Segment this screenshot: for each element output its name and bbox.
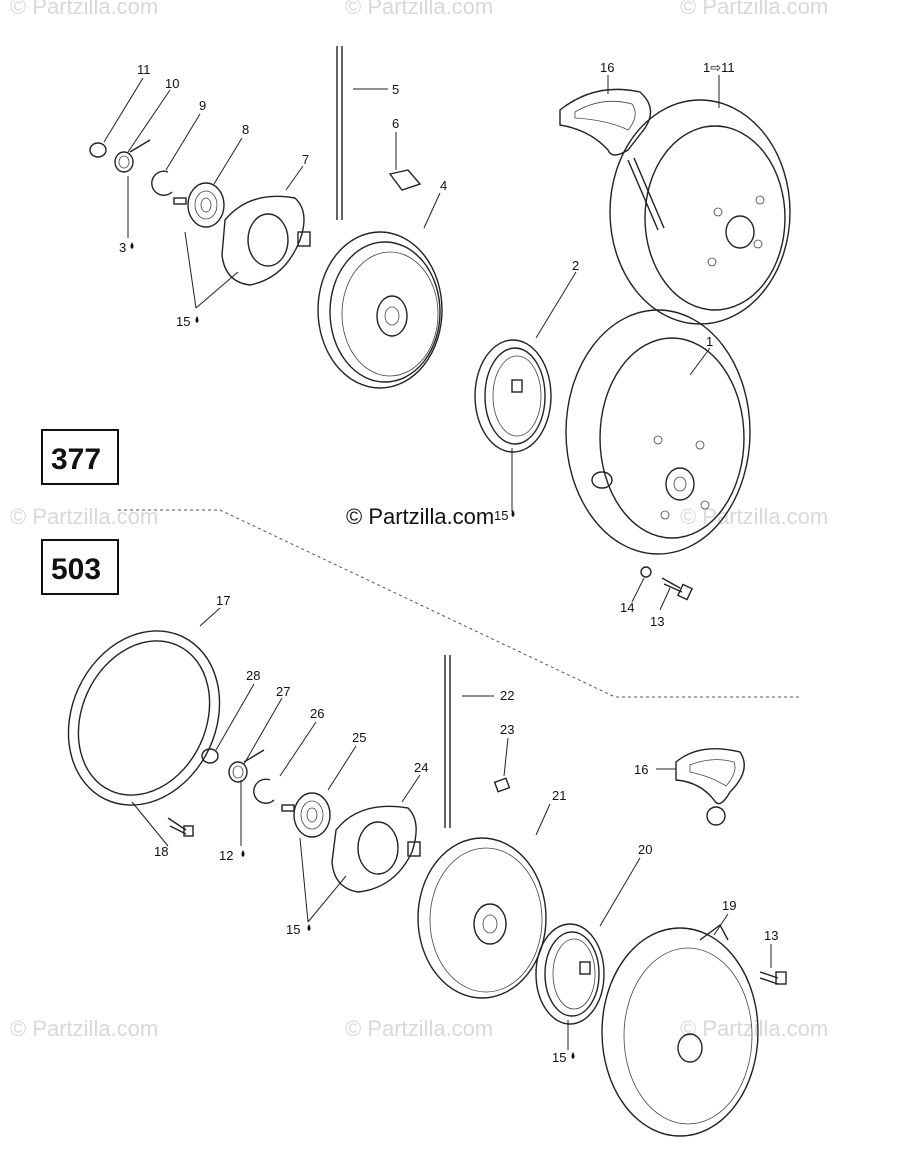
watermark: © Partzilla.com: [680, 0, 828, 19]
callout-19: 19: [722, 898, 736, 913]
part-23-key: [493, 777, 511, 793]
model-box-377: 377: [41, 429, 119, 485]
callout-18: 18: [154, 844, 168, 859]
part-6-key: [388, 169, 422, 191]
callout-15-b: 15: [494, 508, 508, 523]
watermark: © Partzilla.com: [680, 504, 828, 529]
part-1-11-assembly: [609, 99, 791, 325]
part-10-spring: [114, 139, 151, 173]
model-377-label: 377: [51, 443, 101, 476]
callout-15-a: 15: [176, 314, 190, 329]
part-7-cam: [221, 195, 311, 286]
part-16-handle-upper: [559, 88, 665, 231]
leader-lines: [103, 75, 772, 1050]
part-9-clip: [151, 170, 173, 196]
callout-16-lower: 16: [634, 762, 648, 777]
lubricant-drops: [130, 242, 575, 1059]
model-503-label: 503: [51, 553, 101, 586]
part-26-clip: [253, 778, 275, 804]
callout-12: 12: [219, 848, 233, 863]
callout-28: 28: [246, 668, 260, 683]
callout-10: 10: [165, 76, 179, 91]
watermark: © Partzilla.com: [345, 0, 493, 19]
drop-icon: [511, 510, 515, 517]
callout-labels: 11 10 9 8 7 5 6 4 2 1 16 1⇨11 3 15 15 14…: [119, 60, 778, 1065]
part-11-clip: [89, 142, 107, 158]
part-28-clip: [201, 748, 219, 764]
callout-4: 4: [440, 178, 447, 193]
callout-2: 2: [572, 258, 579, 273]
callout-9: 9: [199, 98, 206, 113]
callout-11: 11: [137, 62, 151, 77]
callout-24: 24: [414, 760, 428, 775]
part-16-handle-lower: [675, 747, 745, 826]
callout-8: 8: [242, 122, 249, 137]
part-21-pulley: [417, 837, 547, 999]
callout-17: 17: [216, 593, 230, 608]
watermark: © Partzilla.com: [10, 504, 158, 529]
callout-23: 23: [500, 722, 514, 737]
callout-27: 27: [276, 684, 290, 699]
part-4-pulley: [317, 231, 443, 389]
watermark: © Partzilla.com: [680, 1016, 828, 1041]
callout-14: 14: [620, 600, 634, 615]
callout-13-upper: 13: [650, 614, 664, 629]
part-5-rope: [336, 46, 343, 220]
callout-15-c: 15: [286, 922, 300, 937]
callout-25: 25: [352, 730, 366, 745]
part-27-spring: [228, 749, 265, 783]
watermarks: © Partzilla.com © Partzilla.com © Partzi…: [10, 0, 828, 1041]
drop-icon: [307, 924, 311, 931]
part-2-spring: [474, 339, 552, 453]
part-17-ring: [67, 630, 221, 806]
watermark: © Partzilla.com: [10, 0, 158, 19]
model-box-503: 503: [41, 539, 119, 595]
callout-7: 7: [302, 152, 309, 167]
watermark: © Partzilla.com: [345, 1016, 493, 1041]
callout-3: 3: [119, 240, 126, 255]
part-13-bolt: [661, 577, 693, 601]
drop-icon: [571, 1052, 575, 1059]
part-13-bolt-lower: [759, 971, 787, 985]
callout-26: 26: [310, 706, 324, 721]
part-18-bolt: [167, 817, 194, 837]
drop-icon: [241, 850, 245, 857]
part-24-cam: [331, 805, 421, 893]
callout-20: 20: [638, 842, 652, 857]
callout-22: 22: [500, 688, 514, 703]
callout-1-11: 1⇨11: [703, 60, 735, 75]
part-1-housing: [565, 309, 751, 555]
part-25-spring: [281, 792, 331, 838]
callout-16-upper: 16: [600, 60, 614, 75]
callout-15-d: 15: [552, 1050, 566, 1065]
part-19-housing: [601, 923, 759, 1137]
callout-6: 6: [392, 116, 399, 131]
part-22-rope: [444, 655, 451, 828]
part-20-spring: [535, 923, 605, 1025]
callout-13-lower: 13: [764, 928, 778, 943]
callout-1: 1: [706, 334, 713, 349]
watermark: © Partzilla.com: [10, 1016, 158, 1041]
watermark-center: © Partzilla.com: [346, 504, 494, 529]
callout-21: 21: [552, 788, 566, 803]
drop-icon: [130, 242, 134, 249]
section-divider: [118, 509, 800, 698]
callout-5: 5: [392, 82, 399, 97]
drop-icon: [195, 316, 199, 323]
part-8-spring: [173, 182, 225, 228]
part-14-washer: [640, 566, 652, 578]
